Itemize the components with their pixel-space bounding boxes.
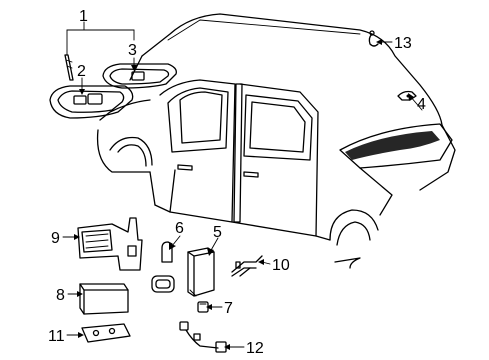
callout-leaders [62,21,423,350]
part-4-clip [397,90,417,101]
callout-2: 2 [77,63,86,80]
part-5-module [187,247,215,297]
callout-4: 4 [417,96,426,113]
callout-labels: 1 2 3 4 5 6 7 8 9 10 11 12 13 [48,8,426,357]
callout-12: 12 [246,340,264,357]
callout-5: 5 [213,224,222,241]
part-13-hook [368,30,379,47]
callout-1: 1 [79,8,88,25]
part-2-mirror [49,85,134,119]
callout-11: 11 [48,328,65,345]
part-12-harness [179,321,227,353]
vehicle-body-illustration [96,13,456,269]
part-9-bracket [77,217,143,271]
part-8-module [79,283,129,315]
callout-8: 8 [56,287,65,304]
part-1-antenna-strips [64,54,74,81]
callout-10: 10 [272,257,290,274]
callout-6: 6 [175,220,184,237]
part-3-mirror [102,63,177,89]
callout-7: 7 [224,300,233,317]
callout-13: 13 [394,35,412,52]
callout-3: 3 [128,42,137,59]
part-10-harness [231,255,263,277]
part-6-sensor [151,241,175,293]
callout-9: 9 [51,230,60,247]
part-11-plate [81,323,131,343]
